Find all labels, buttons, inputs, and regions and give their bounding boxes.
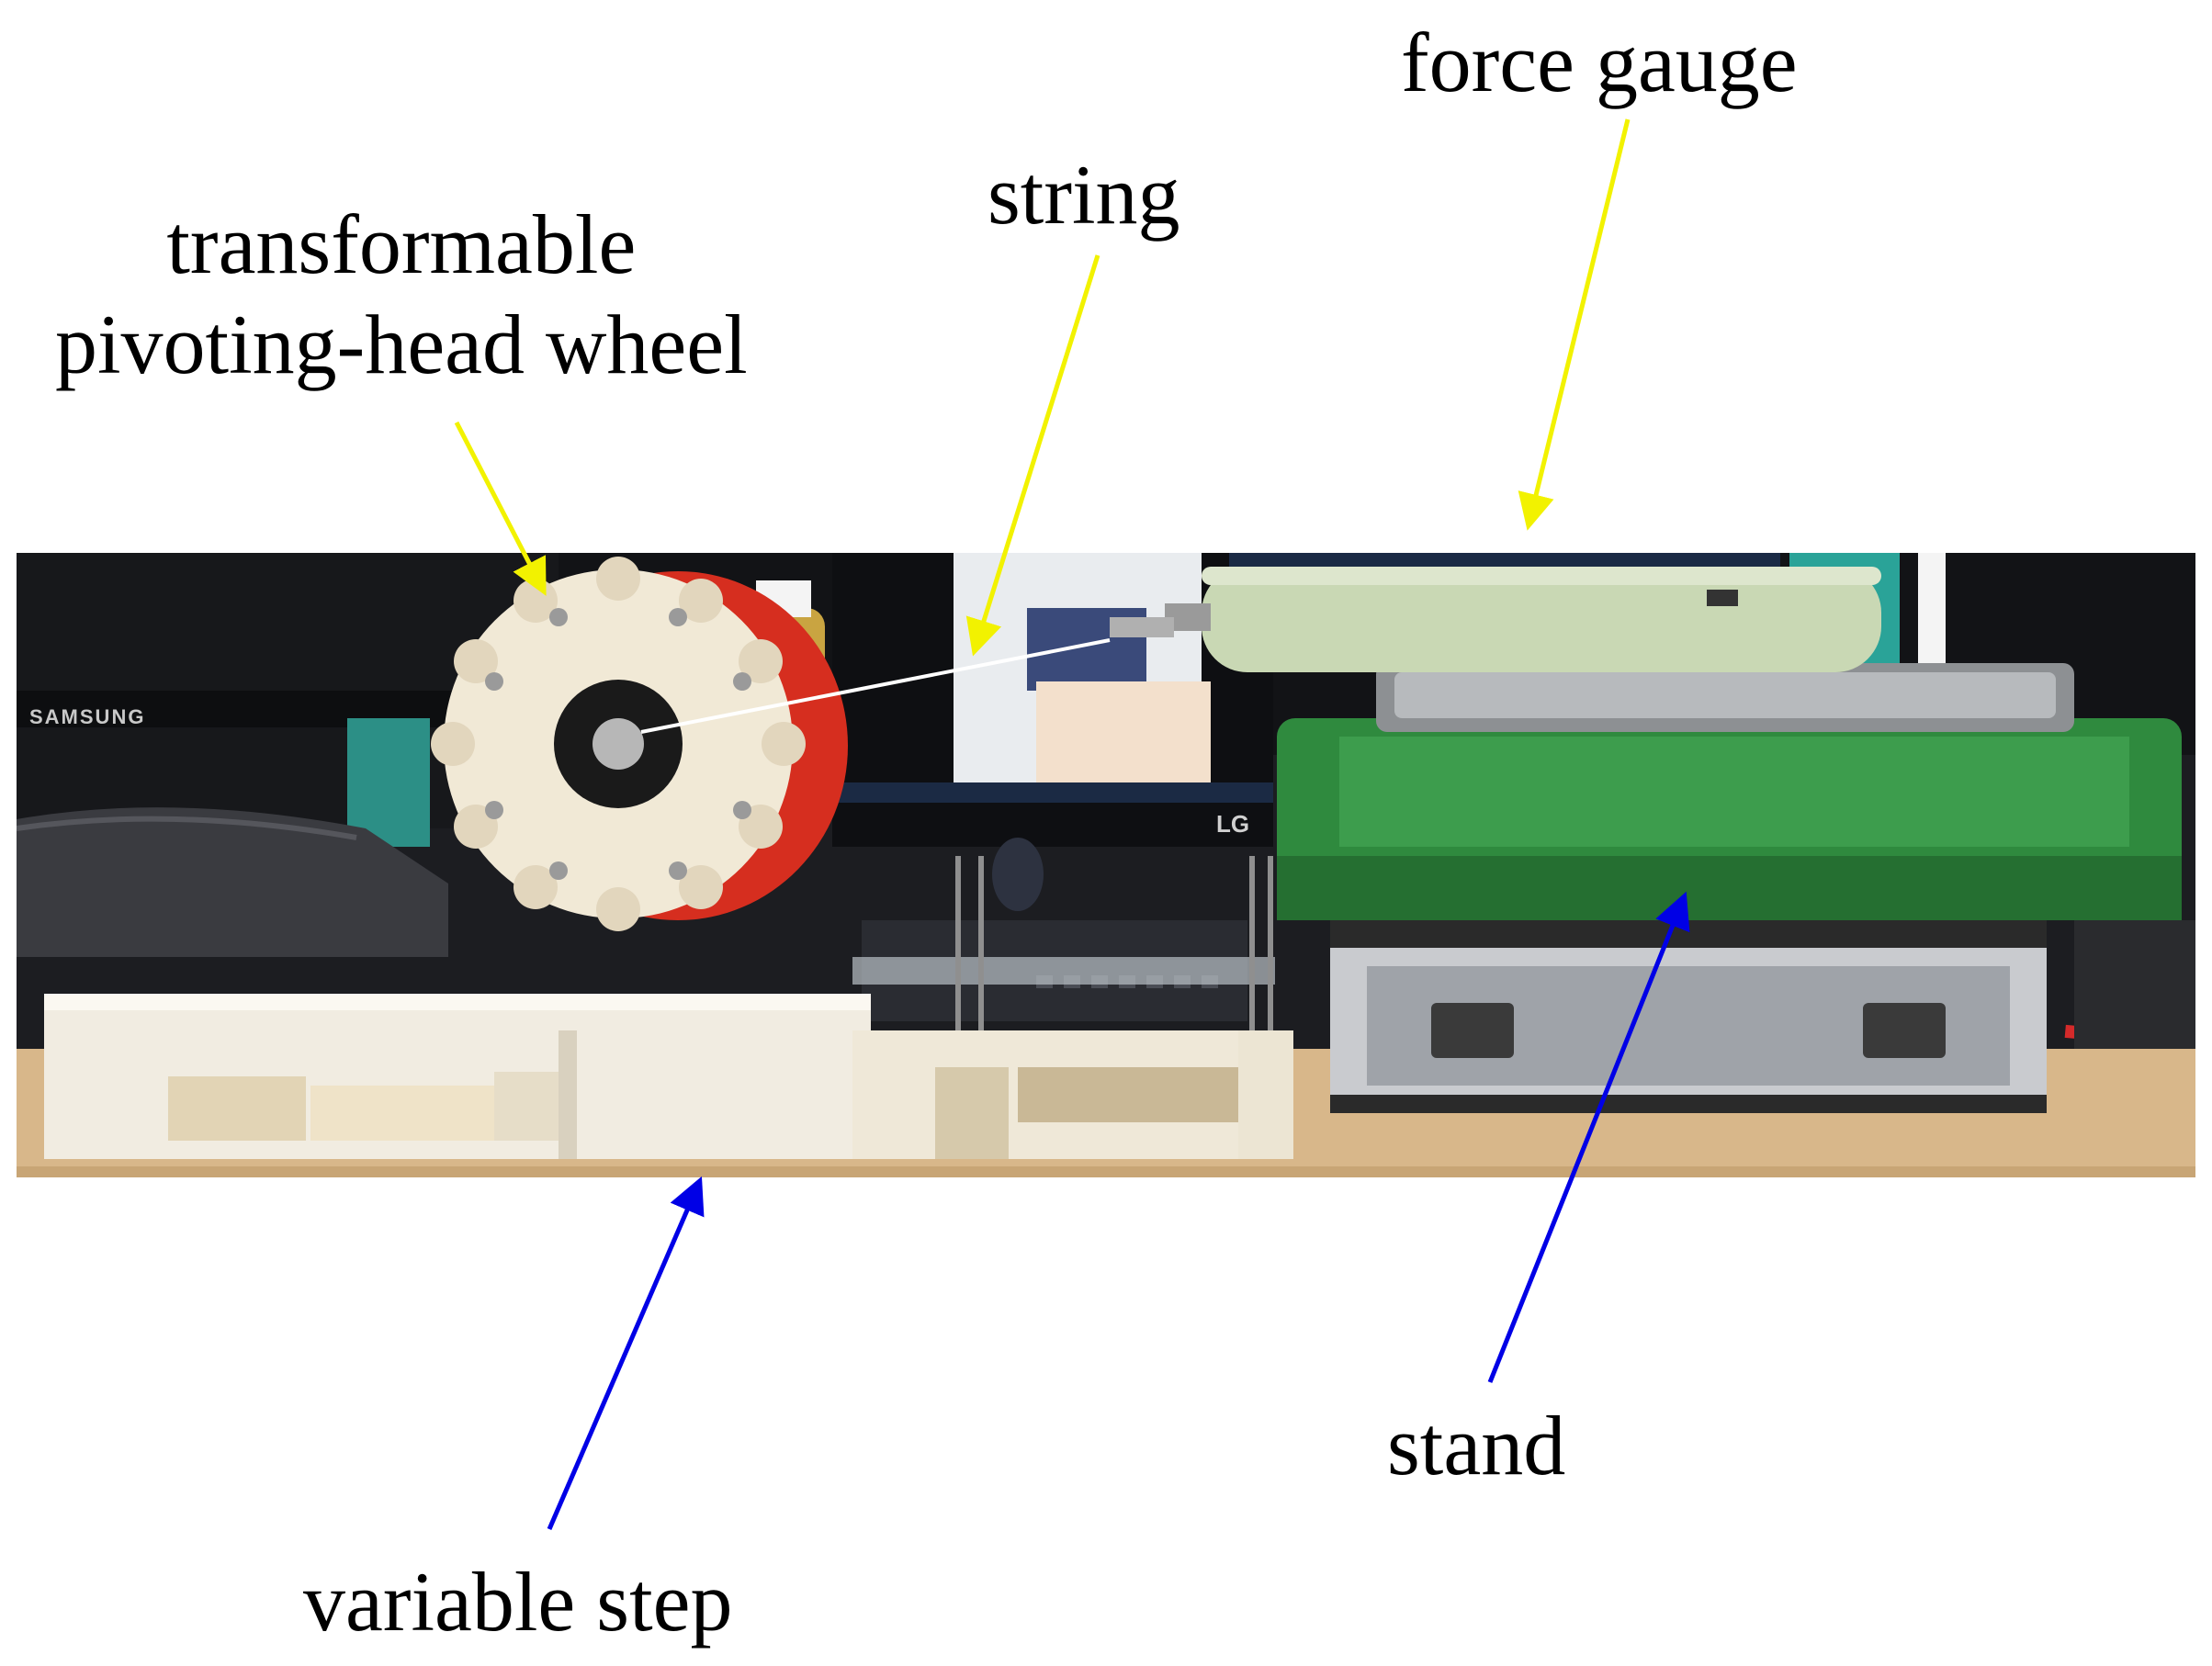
wheel-label-line2: pivoting-head wheel bbox=[55, 297, 748, 391]
variable-step bbox=[44, 994, 1293, 1159]
experiment-photo: SAMSUNG LG bbox=[17, 553, 2195, 1177]
stand-arrow bbox=[1487, 891, 1690, 1383]
transformable-wheel bbox=[431, 557, 848, 931]
wheel-arrow bbox=[454, 421, 547, 596]
string bbox=[640, 638, 1111, 734]
force-gauge-arrow bbox=[1518, 118, 1631, 531]
string-arrow bbox=[965, 254, 1100, 657]
variable-step-arrow bbox=[547, 1176, 705, 1530]
force-gauge-label: force gauge bbox=[1401, 16, 1798, 109]
wheel-label-line1: transformable bbox=[166, 197, 637, 291]
variable-step-label: variable step bbox=[303, 1555, 733, 1649]
wheel-label: transformable pivoting-head wheel bbox=[55, 195, 748, 394]
force-gauge bbox=[1110, 567, 1881, 672]
lg-logo: LG bbox=[1216, 810, 1249, 838]
string-label: string bbox=[988, 148, 1180, 242]
stand-label: stand bbox=[1387, 1399, 1566, 1492]
stand bbox=[1277, 718, 2182, 1113]
samsung-logo: SAMSUNG bbox=[29, 705, 145, 728]
